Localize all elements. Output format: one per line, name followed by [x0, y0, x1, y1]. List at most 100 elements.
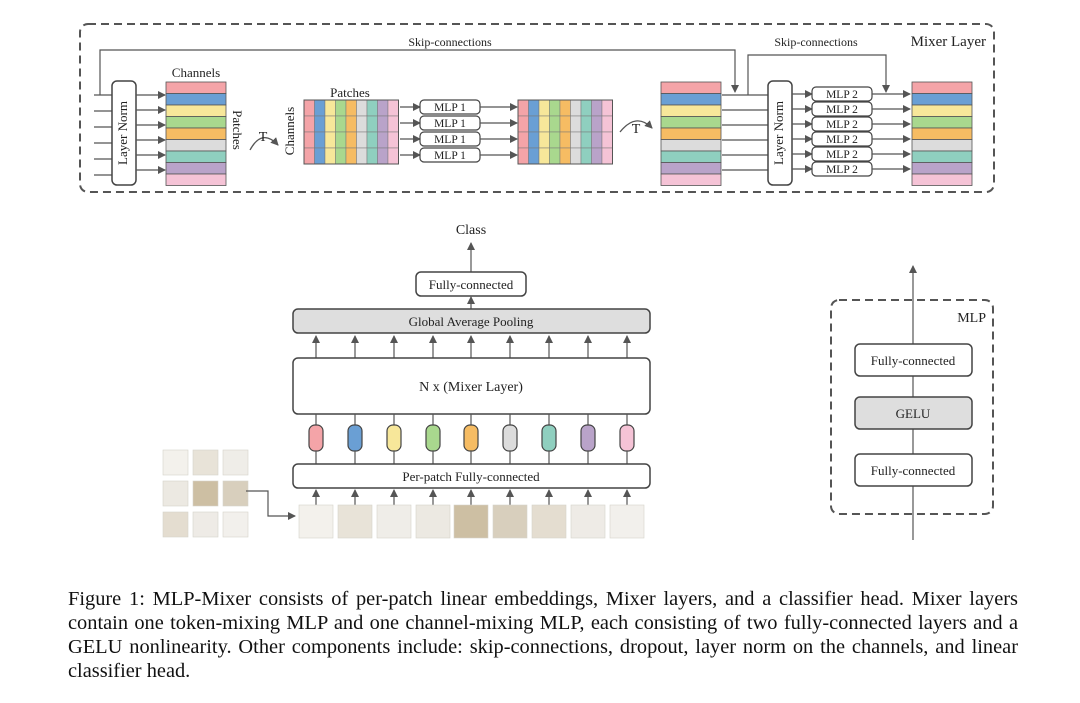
grid2-cell [517, 131, 529, 149]
mixer-layer-title: Mixer Layer [911, 34, 986, 50]
grid2-cell [528, 99, 540, 117]
patch-stack-2 [660, 81, 722, 186]
grid1-cell [377, 115, 389, 133]
channels-label-1: Channels [172, 65, 220, 80]
grid2-cell [570, 147, 582, 165]
stack2-row [660, 139, 722, 152]
grid1-cell [303, 99, 315, 117]
grid2-cell [570, 99, 582, 117]
mlp2-label: MLP 2 [826, 119, 858, 131]
grid2-cell [580, 131, 592, 149]
transposed-grid-1 [303, 99, 399, 165]
grid2-cell [549, 147, 561, 165]
grid2-cell [538, 99, 550, 117]
grid1-cell-outline [303, 99, 399, 165]
grid2-cell [517, 99, 529, 117]
layer-norm-2 [767, 80, 793, 186]
stack1-row [165, 150, 227, 163]
grid1-cell [387, 115, 399, 133]
layer-norm-1 [111, 80, 137, 186]
token-pill [463, 424, 479, 452]
token-pill [619, 424, 635, 452]
mlp2-group: MLP 2 MLP 2 MLP 2 MLP 2 MLP 2 MLP 2 [792, 86, 911, 177]
skip-connection-1-line [99, 49, 739, 95]
grid2-cell [549, 115, 561, 133]
stack2-row [660, 127, 722, 140]
image-grid-patch [162, 480, 189, 507]
grid1-cell [335, 131, 347, 149]
mixer-stack-label: N x (Mixer Layer) [419, 380, 523, 395]
stack1-row [165, 81, 227, 94]
grid2-cell [580, 115, 592, 133]
input-lines [94, 94, 112, 176]
image-patch [376, 504, 412, 539]
stack2-to-layer-norm-lines [722, 94, 768, 171]
grid2-cell [580, 147, 592, 165]
grid1-cell [324, 115, 336, 133]
grid2-cell [528, 147, 540, 165]
stack3-row [911, 127, 973, 140]
stack3-row [911, 139, 973, 152]
grid2-cell [538, 115, 550, 133]
skip-connection-1-label: Skip-connections [408, 35, 492, 49]
image-patch [570, 504, 606, 539]
grid2-cell [549, 131, 561, 149]
grid2-cell [538, 131, 550, 149]
layer-norm-1-label: Layer Norm [115, 101, 130, 165]
image-patch-row [298, 489, 645, 539]
grid2-cell [591, 131, 603, 149]
stack2-row [660, 104, 722, 117]
mixer-layer-border [79, 23, 995, 193]
grid1-cell [356, 115, 368, 133]
grid2-cell [591, 147, 603, 165]
transpose-1-arrow [249, 137, 279, 151]
stack2-row [660, 162, 722, 175]
grid1-cell [345, 131, 357, 149]
grid2-cell [570, 131, 582, 149]
stack1-row [165, 93, 227, 106]
grid2-cell [570, 115, 582, 133]
mixer-layer-panel: Mixer Layer Skip-connections Skip-connec… [79, 23, 995, 193]
grid-to-row-arrow [246, 490, 296, 520]
patch-stack-output [911, 81, 973, 186]
image-grid-patch [222, 511, 249, 538]
stack1-row [165, 116, 227, 129]
mlp-fc-bottom-label: Fully-connected [871, 463, 956, 478]
grid2-cell [601, 147, 613, 165]
stack3-row [911, 162, 973, 175]
token-pill [541, 424, 557, 452]
mlp-gelu-box [854, 396, 973, 430]
stack1-row [165, 162, 227, 175]
token-row [308, 414, 635, 464]
grid2-cell [549, 99, 561, 117]
grid2-cell [559, 131, 571, 149]
image-patch [337, 504, 373, 539]
mlp2-label: MLP 2 [826, 104, 858, 116]
mlp1-label: MLP 1 [434, 118, 466, 130]
mlp-fc-top-label: Fully-connected [871, 353, 956, 368]
transposed-grid-2 [517, 99, 613, 165]
mlp2-label: MLP 2 [826, 164, 858, 176]
grid1-cell [335, 147, 347, 165]
transpose-2-arrow [619, 120, 653, 133]
per-patch-fc-box [292, 463, 651, 489]
grid1-cell [387, 147, 399, 165]
image-grid-patch [192, 480, 219, 507]
grid1-cell [377, 131, 389, 149]
grid2-cell [591, 99, 603, 117]
grid1-cell [314, 99, 326, 117]
mixer-pipeline: Class Fully-connected Global Average Poo… [162, 223, 651, 539]
mlp-fc-top-box [854, 343, 973, 377]
image-grid-patch [162, 449, 189, 476]
mlp2-label: MLP 2 [826, 149, 858, 161]
channels-label-2: Channels [282, 107, 297, 155]
token-pill [502, 424, 518, 452]
grid2-cell [559, 115, 571, 133]
grid2-cell [601, 99, 613, 117]
image-patch [609, 504, 645, 539]
stack1-row [165, 173, 227, 186]
grid2-cell [528, 131, 540, 149]
grid2-cell [580, 99, 592, 117]
global-average-pooling-box [292, 308, 651, 334]
token-pill [580, 424, 596, 452]
